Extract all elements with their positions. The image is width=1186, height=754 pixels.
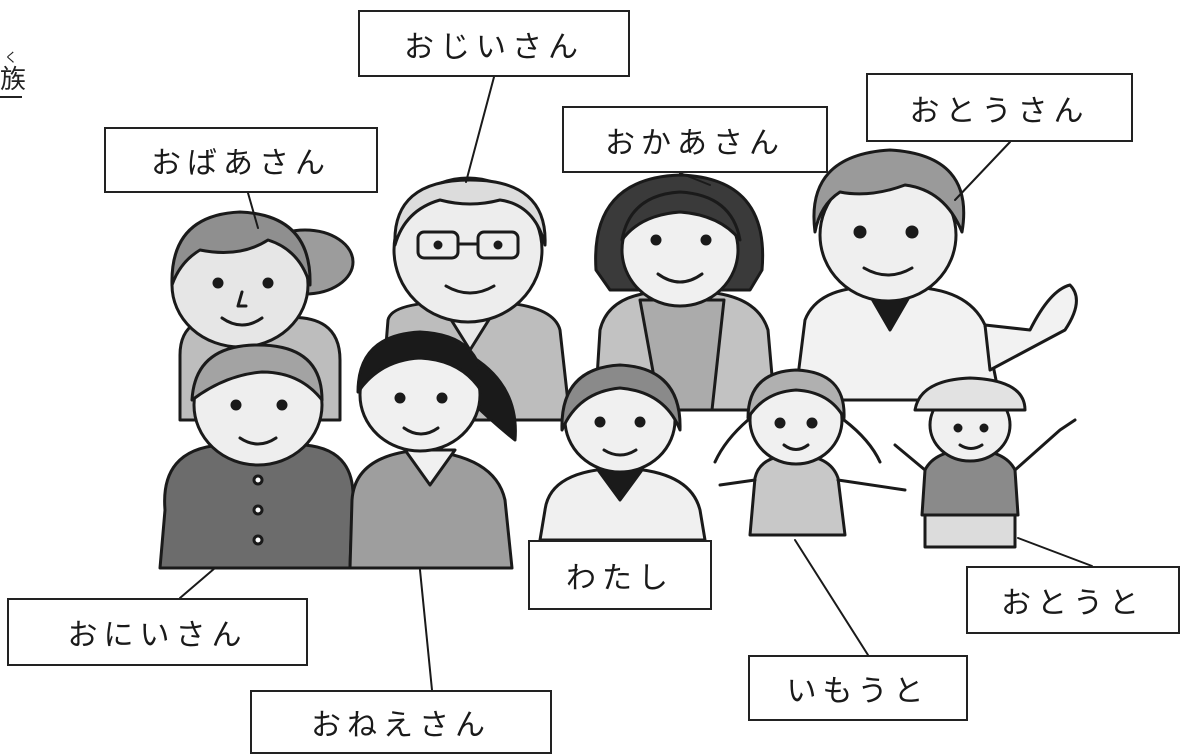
- older-brother-figure: [158, 343, 355, 570]
- younger-sister-figure: [713, 368, 907, 537]
- label-younger-sister: いもうと: [748, 655, 968, 721]
- younger-brother-leader: [1017, 537, 1093, 567]
- older-sister-figure: [348, 330, 517, 570]
- mother-leader: [679, 172, 711, 186]
- label-grandmother: おばあさん: [104, 127, 378, 193]
- younger-sister-leader: [794, 539, 869, 656]
- heading-fragment: く 族: [0, 51, 26, 98]
- grandfather-leader: [465, 76, 495, 183]
- me-figure: [538, 363, 707, 542]
- older-sister-leader: [419, 569, 433, 691]
- father-figure: [793, 148, 1078, 402]
- heading-kanji: 族: [0, 67, 26, 98]
- label-father: おとうさん: [866, 73, 1133, 142]
- grandmother-leader: [247, 192, 259, 229]
- leader-lines: [179, 76, 1093, 691]
- older-brother-leader: [179, 567, 216, 599]
- mother-figure: [593, 173, 777, 412]
- label-older-brother: おにいさん: [7, 598, 308, 666]
- label-older-sister: おねえさん: [250, 690, 552, 754]
- father-leader: [954, 141, 1011, 201]
- heading-ruby: く: [4, 51, 18, 66]
- younger-brother-figure: [893, 376, 1077, 549]
- label-younger-brother: おとうと: [966, 566, 1180, 634]
- label-me: わたし: [528, 540, 712, 610]
- label-grandfather: おじいさん: [358, 10, 630, 77]
- label-mother: おかあさん: [562, 106, 828, 173]
